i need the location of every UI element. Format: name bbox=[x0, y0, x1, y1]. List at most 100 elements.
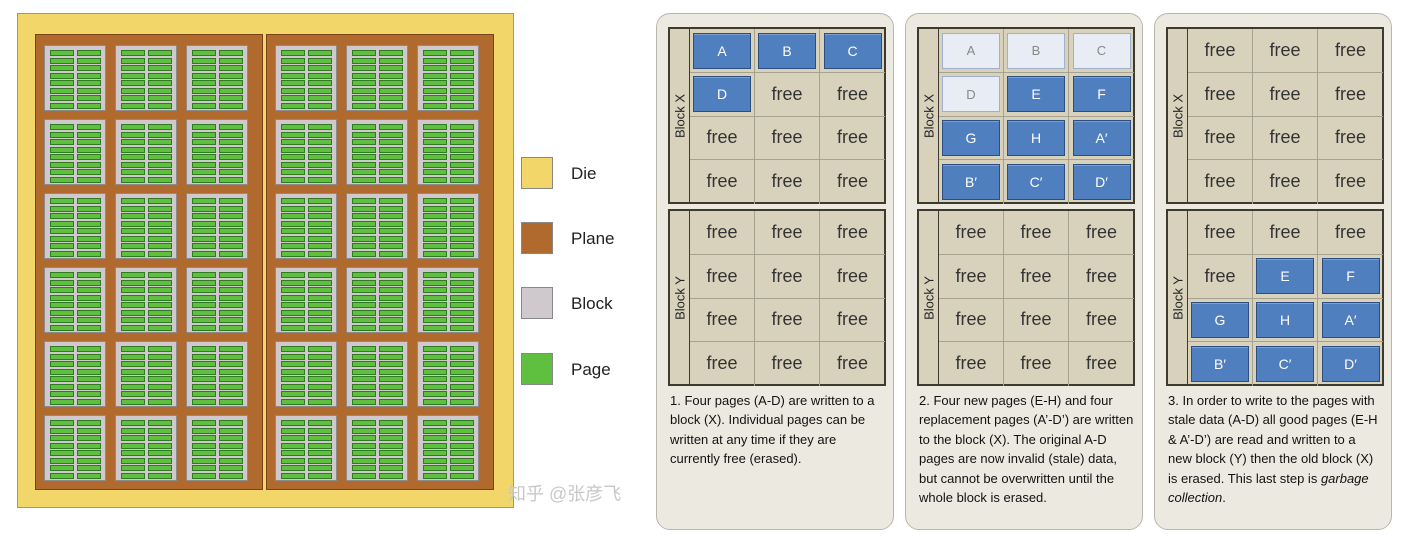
page bbox=[50, 272, 74, 278]
page bbox=[219, 279, 243, 286]
page bbox=[77, 213, 101, 219]
block bbox=[417, 119, 479, 185]
page bbox=[308, 346, 332, 352]
page bbox=[450, 391, 474, 397]
block bbox=[275, 415, 337, 481]
page bbox=[379, 146, 403, 153]
legend-swatch-page bbox=[521, 353, 553, 385]
page bbox=[121, 324, 145, 331]
page bbox=[379, 243, 403, 249]
written-page-cell: H bbox=[1004, 116, 1069, 160]
page bbox=[121, 176, 145, 183]
page bbox=[379, 279, 403, 286]
written-page-cell: A′ bbox=[1318, 298, 1383, 342]
page bbox=[379, 95, 403, 101]
page bbox=[379, 442, 403, 449]
free-label: free bbox=[706, 127, 738, 147]
page bbox=[450, 309, 474, 316]
page bbox=[308, 213, 332, 219]
page bbox=[192, 72, 216, 79]
page bbox=[423, 243, 447, 249]
page bbox=[121, 376, 145, 382]
page bbox=[450, 376, 474, 382]
free-page-cell: free bbox=[1188, 29, 1253, 73]
page bbox=[352, 346, 376, 352]
page bbox=[50, 146, 74, 153]
block-label-text: Block Y bbox=[672, 275, 687, 320]
page bbox=[352, 176, 376, 183]
page bbox=[50, 198, 74, 204]
page bbox=[352, 353, 376, 360]
free-page-cell: free bbox=[820, 211, 885, 255]
page bbox=[192, 368, 216, 375]
page bbox=[121, 457, 145, 464]
page bbox=[121, 243, 145, 249]
page bbox=[450, 146, 474, 153]
page bbox=[423, 427, 447, 434]
block bbox=[346, 119, 408, 185]
page bbox=[50, 50, 74, 56]
page bbox=[219, 324, 243, 331]
page bbox=[192, 472, 216, 479]
page bbox=[308, 243, 332, 249]
page bbox=[77, 124, 101, 130]
page bbox=[121, 353, 145, 360]
page bbox=[192, 294, 216, 301]
page bbox=[450, 87, 474, 94]
page bbox=[450, 442, 474, 449]
free-page-cell: free bbox=[1004, 298, 1069, 342]
page bbox=[308, 65, 332, 71]
page bbox=[379, 57, 403, 64]
page bbox=[148, 272, 172, 278]
page bbox=[379, 139, 403, 145]
page-chip: F bbox=[1321, 258, 1380, 294]
page bbox=[77, 420, 101, 426]
page bbox=[148, 131, 172, 138]
page bbox=[121, 302, 145, 308]
page bbox=[148, 442, 172, 449]
page-chip: B′ bbox=[942, 163, 1000, 200]
block bbox=[417, 415, 479, 481]
page-chip: E bbox=[1256, 258, 1314, 294]
page bbox=[121, 398, 145, 405]
page bbox=[281, 279, 305, 286]
page bbox=[121, 213, 145, 219]
block bbox=[346, 267, 408, 333]
free-page-cell: free bbox=[1188, 116, 1253, 160]
page bbox=[77, 87, 101, 94]
page bbox=[219, 102, 243, 109]
free-label: free bbox=[706, 171, 738, 191]
page bbox=[50, 450, 74, 456]
free-label: free bbox=[1334, 127, 1367, 147]
page bbox=[308, 250, 332, 257]
page bbox=[423, 80, 447, 86]
free-label: free bbox=[771, 309, 803, 329]
free-page-cell: free bbox=[1188, 211, 1253, 255]
page bbox=[308, 361, 332, 367]
page bbox=[379, 398, 403, 405]
page bbox=[50, 95, 74, 101]
stale-page-cell: C bbox=[1069, 29, 1134, 73]
page bbox=[308, 228, 332, 234]
page bbox=[121, 383, 145, 390]
free-page-cell: free bbox=[755, 159, 820, 204]
page bbox=[450, 243, 474, 249]
legend-label-die: Die bbox=[571, 164, 597, 183]
page bbox=[450, 169, 474, 175]
page bbox=[50, 324, 74, 331]
page bbox=[192, 131, 216, 138]
page bbox=[219, 213, 243, 219]
free-page-cell: free bbox=[1253, 159, 1318, 204]
page bbox=[121, 72, 145, 79]
page bbox=[281, 346, 305, 352]
page bbox=[50, 420, 74, 426]
page bbox=[423, 57, 447, 64]
page bbox=[219, 361, 243, 367]
page bbox=[219, 228, 243, 234]
page bbox=[50, 213, 74, 219]
page-chip: B bbox=[1007, 32, 1065, 69]
page bbox=[352, 235, 376, 242]
block bbox=[186, 341, 248, 407]
page bbox=[219, 309, 243, 316]
